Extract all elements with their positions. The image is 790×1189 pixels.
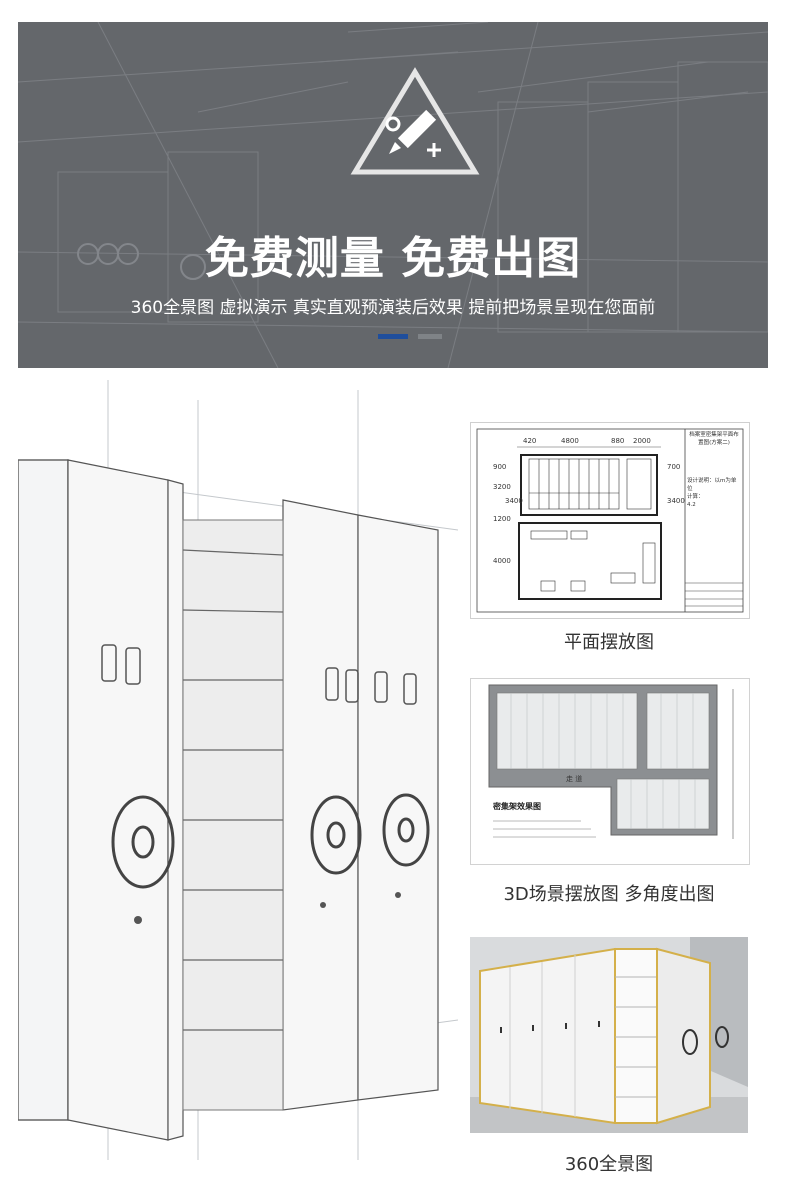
banner-accent-bar-muted (418, 334, 442, 339)
floor-plan-caption: 平面摆放图 (564, 632, 654, 653)
banner-sketch-background (18, 22, 768, 368)
dim-left-1: 900 (493, 463, 506, 471)
hero-banner: 免费测量 免费出图 360全景图 虚拟演示 真实直观预演装后效果 提前把场景呈现… (18, 22, 768, 368)
panorama-photo (470, 937, 748, 1133)
banner-title: 免费测量 免费出图 (204, 233, 582, 284)
dim-top-3: 880 (611, 437, 624, 445)
panorama-caption: 360全景图 (564, 1154, 654, 1175)
panorama-photo-render (470, 937, 748, 1133)
dim-left-4: 1200 (493, 515, 511, 523)
dim-top-1: 420 (523, 437, 536, 445)
plan-note-1: 设计说明：以m为单位 (687, 478, 737, 492)
floor-plan-drawing: 420 4800 880 2000 900 3200 3 (476, 428, 744, 613)
banner-subtitle: 360全景图 虚拟演示 真实直观预演装后效果 提前把场景呈现在您面前 (130, 298, 656, 318)
plan-notes-title: 档案室密集架平面布置图(方案二) (689, 432, 739, 446)
shelving-sketch-drawing (18, 380, 458, 1160)
dim-right-1: 700 (667, 463, 680, 471)
walkway-label: 走 道 (566, 774, 582, 783)
3d-layout-caption: 3D场景摆放图 多角度出图 (503, 884, 715, 905)
plan-note-3: 4.2 (687, 502, 696, 508)
banner-accent-bar (378, 334, 408, 339)
plan-note-2: 计算： (687, 494, 704, 500)
dim-top-4: 2000 (633, 437, 651, 445)
dim-left-3: 3400 (505, 497, 523, 505)
dim-left-5: 4000 (493, 557, 511, 565)
dim-left-2: 3200 (493, 483, 511, 491)
pencil-ruler-plus-icon (350, 67, 480, 175)
3d-layout-image: 走 道 密集架效果图 (470, 678, 750, 865)
floor-plan-image: 420 4800 880 2000 900 3200 3 (470, 422, 750, 619)
dim-top-2: 4800 (561, 437, 579, 445)
3d-layout-drawing: 走 道 密集架效果图 (471, 679, 749, 864)
dim-right-2: 3400 (667, 497, 685, 505)
render-title: 密集架效果图 (492, 801, 541, 811)
